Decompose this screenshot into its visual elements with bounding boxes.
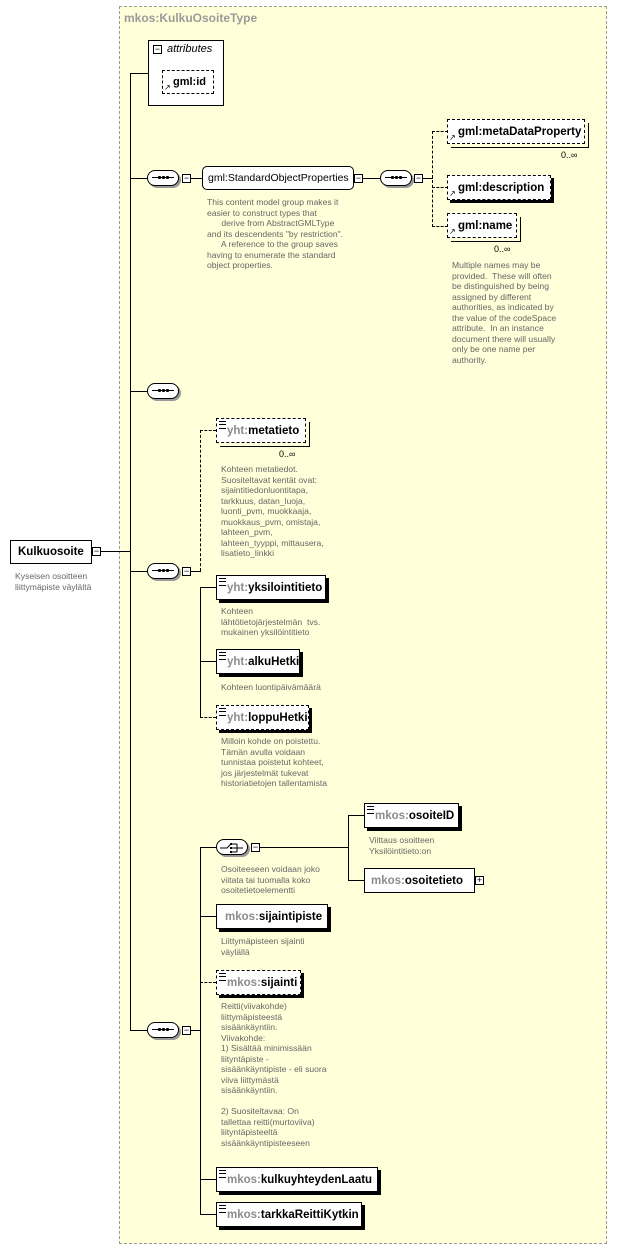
root-annotation: Kyseisen osoitteen liittymäpiste väylält…	[15, 571, 92, 592]
sequence-compositor[interactable]	[147, 1022, 179, 1038]
sijaintipiste-label: sijaintipiste	[258, 910, 323, 923]
root-collapse-icon[interactable]: −	[92, 546, 101, 556]
root-element[interactable]: Kulkuosoite	[10, 540, 92, 564]
name-label: gml:name	[458, 219, 513, 232]
metadataproperty-cardinality: 0..∞	[561, 150, 578, 160]
gml-description-element[interactable]: ↗ gml:description	[447, 175, 551, 200]
reference-arrow-icon: ↗	[449, 133, 456, 142]
sequence-compositor[interactable]	[147, 563, 179, 579]
yht-loppuhetki-element[interactable]: yht:loppuHetki	[216, 705, 309, 730]
mkos-sijainti-element[interactable]: mkos:sijainti	[216, 970, 301, 995]
mkos-tarkkareittikytkin-element[interactable]: mkos:tarkkaReittiKytkin	[216, 1202, 362, 1227]
root-element-label: Kulkuosoite	[18, 546, 84, 558]
content-lines-icon	[219, 708, 226, 716]
metatieto-label: metatieto	[248, 424, 300, 437]
reference-arrow-icon: ↗	[449, 227, 456, 236]
mkos-sijaintipiste-element[interactable]: mkos:sijaintipiste	[216, 904, 328, 929]
content-lines-icon	[219, 973, 226, 981]
group-collapse-icon[interactable]: −	[354, 173, 363, 183]
gml-id-attribute[interactable]: ↗ gml:id	[162, 70, 214, 94]
choice-compositor[interactable]	[216, 839, 248, 855]
osoiteid-annotation: Viittaus osoitteen Yksilöintitieto:on	[369, 835, 435, 856]
type-name: mkos:KulkuOsoiteType	[124, 11, 258, 25]
group-standard-object-properties[interactable]: gml:StandardObjectProperties	[202, 166, 354, 190]
sequence-collapse-icon[interactable]: −	[182, 566, 191, 576]
reference-arrow-icon: ↗	[449, 189, 456, 198]
sequence-compositor[interactable]	[147, 383, 179, 399]
mkos-kulkuyhteydenlaatu-element[interactable]: mkos:kulkuyhteydenLaatu	[216, 1167, 378, 1192]
loppuhetki-annotation: Milloin kohde on poistettu. Tämän avulla…	[221, 736, 328, 788]
group-label: gml:StandardObjectProperties	[208, 172, 349, 184]
content-lines-icon	[219, 421, 226, 429]
description-label: gml:description	[458, 181, 545, 194]
osoitetieto-expand-icon[interactable]: +	[475, 875, 484, 885]
content-lines-icon	[219, 1205, 226, 1213]
sequence-collapse-icon[interactable]: −	[414, 173, 423, 183]
content-lines-icon	[219, 578, 226, 586]
name-cardinality: 0..∞	[494, 244, 511, 254]
yht-alkuhetki-element[interactable]: yht:alkuHetki	[216, 649, 300, 674]
loppuhetki-label: loppuHetki	[248, 711, 308, 724]
attributes-collapse-icon[interactable]: −	[153, 44, 162, 54]
gml-id-label: gml:id	[173, 76, 206, 88]
gml-name-element[interactable]: ↗ gml:name	[447, 213, 521, 242]
metatieto-annotation: Kohteen metatiedot. Suositeltavat kentät…	[221, 464, 324, 558]
osoitetieto-label: osoitetieto	[404, 874, 464, 887]
reference-arrow-icon: ↗	[164, 83, 171, 92]
metadataproperty-label: gml:metaDataProperty	[458, 125, 582, 138]
sijaintipiste-annotation: Liittymäpisteen sijainti väylällä	[221, 936, 305, 957]
sequence-compositor[interactable]	[380, 170, 412, 186]
alkuhetki-annotation: Kohteen luontipäivämäärä	[221, 682, 321, 692]
tarkkareittikytkin-label: tarkkaReittiKytkin	[260, 1208, 359, 1221]
content-lines-icon	[367, 806, 374, 814]
osoiteid-label: osoiteID	[408, 809, 455, 822]
choice-icon	[220, 843, 243, 853]
yksilointitieto-annotation: Kohteen lähtötietojärjestelmän tvs. muka…	[221, 606, 321, 637]
alkuhetki-label: alkuHetki	[248, 655, 300, 668]
sijainti-annotation: Reitti(viivakohde) liittymäpisteestä sis…	[221, 1001, 327, 1148]
sequence-compositor[interactable]	[147, 170, 179, 186]
yht-yksilointitieto-element[interactable]: yht:yksilointitieto	[216, 575, 326, 600]
content-lines-icon	[219, 1170, 226, 1178]
sequence-collapse-icon[interactable]: −	[182, 173, 191, 183]
kulkuyhteydenlaatu-label: kulkuyhteydenLaatu	[260, 1173, 373, 1186]
yht-metatieto-element[interactable]: yht:metatieto	[216, 418, 310, 447]
group-annotation: This content model group makes it easier…	[207, 197, 344, 270]
yksilointitieto-label: yksilointitieto	[248, 581, 323, 594]
attributes-label: attributes	[167, 43, 213, 55]
content-lines-icon	[219, 652, 226, 660]
name-annotation: Multiple names may be provided. These wi…	[452, 260, 557, 365]
choice-collapse-icon[interactable]: −	[251, 842, 260, 852]
sequence-collapse-icon[interactable]: −	[182, 1025, 191, 1035]
gml-metadataproperty-element[interactable]: ↗ gml:metaDataProperty	[447, 119, 589, 148]
metatieto-cardinality: 0..∞	[279, 449, 296, 459]
mkos-osoiteid-element[interactable]: mkos:osoiteID	[364, 803, 459, 828]
mkos-osoitetieto-element[interactable]: mkos:osoitetieto	[364, 868, 475, 893]
sijainti-label: sijainti	[260, 976, 298, 989]
choice-annotation: Osoiteeseen voidaan joko viitata tai tuo…	[221, 864, 320, 895]
